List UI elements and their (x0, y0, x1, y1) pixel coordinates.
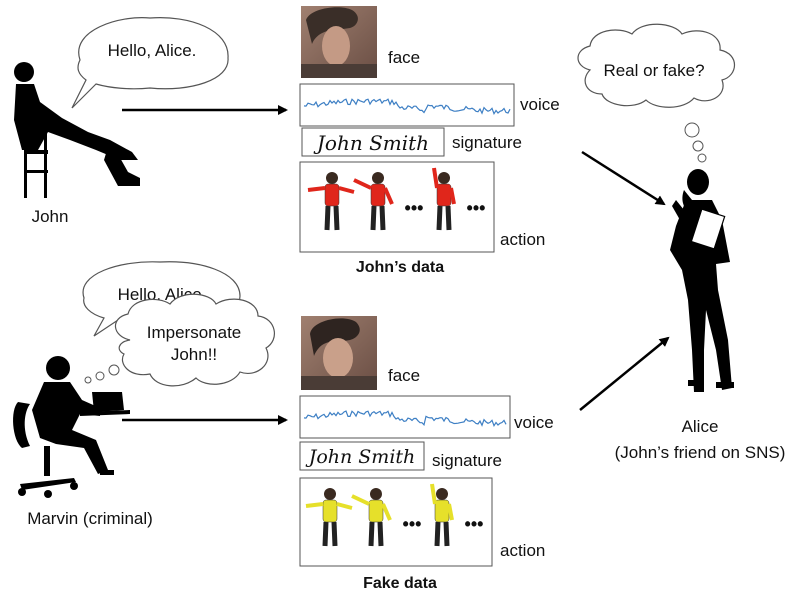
fake-signature-box: John Smith (299, 441, 425, 471)
marvin-thought-line1: Impersonate (147, 323, 242, 342)
fake-face-label: face (388, 366, 420, 385)
fake-voice-waveform (303, 410, 507, 428)
fake-action-label: action (500, 541, 545, 560)
alice-thought-bubble: Real or fake? (577, 23, 736, 163)
fake-signature-text: John Smith (305, 446, 416, 468)
john-action-box: ••• ••• (299, 161, 495, 253)
fake-face-image (301, 316, 377, 390)
alice-thought-text: Real or fake? (603, 61, 704, 80)
john-silhouette (14, 62, 140, 198)
john-data-to-alice-arrow (581, 150, 666, 206)
alice-silhouette (670, 169, 734, 392)
john-action-label: action (500, 230, 545, 249)
fake-action-figure-1 (305, 488, 353, 547)
john-data-caption: John’s data (356, 259, 444, 276)
john-speech-bubble: Hello, Alice. (71, 17, 229, 109)
john-speech-text: Hello, Alice. (108, 41, 197, 60)
marvin-thought-line2: John!! (171, 345, 217, 364)
marvin-silhouette (13, 356, 130, 498)
fake-voice-label: voice (514, 413, 554, 432)
john-action-figures (307, 167, 456, 231)
alice-subtitle: (John’s friend on SNS) (615, 443, 786, 462)
fake-action-figure-2 (351, 488, 392, 547)
fake-action-figure-3 (430, 483, 454, 547)
fake-action-ellipsis-1: ••• (403, 514, 422, 534)
john-signature-text: John Smith (313, 131, 429, 155)
john-face-image (301, 6, 377, 78)
john-signature-label: signature (452, 133, 522, 152)
john-face-label: face (388, 48, 420, 67)
alice-document (690, 208, 726, 250)
john-action-figure-3 (432, 167, 456, 231)
alice-name: Alice (682, 417, 719, 436)
fake-voice-box (299, 395, 511, 439)
john-action-ellipsis-2: ••• (467, 198, 486, 218)
fake-data-caption: Fake data (363, 575, 437, 592)
fake-data-to-alice-arrow (579, 336, 670, 411)
john-voice-box (299, 83, 515, 127)
john-action-ellipsis-1: ••• (405, 198, 424, 218)
john-voice-waveform (303, 98, 511, 116)
fake-signature-label: signature (432, 451, 502, 470)
john-action-figure-1 (307, 172, 355, 231)
john-action-figure-2 (353, 172, 394, 231)
fake-action-ellipsis-2: ••• (465, 514, 484, 534)
fake-action-figures (305, 483, 454, 547)
john-signature-box: John Smith (301, 127, 445, 157)
john-name: John (32, 207, 69, 226)
marvin-thought-bubble: Impersonate John!! (84, 293, 275, 387)
fake-action-box: ••• ••• (299, 477, 493, 567)
john-voice-label: voice (520, 95, 560, 114)
marvin-name: Marvin (criminal) (27, 509, 153, 528)
